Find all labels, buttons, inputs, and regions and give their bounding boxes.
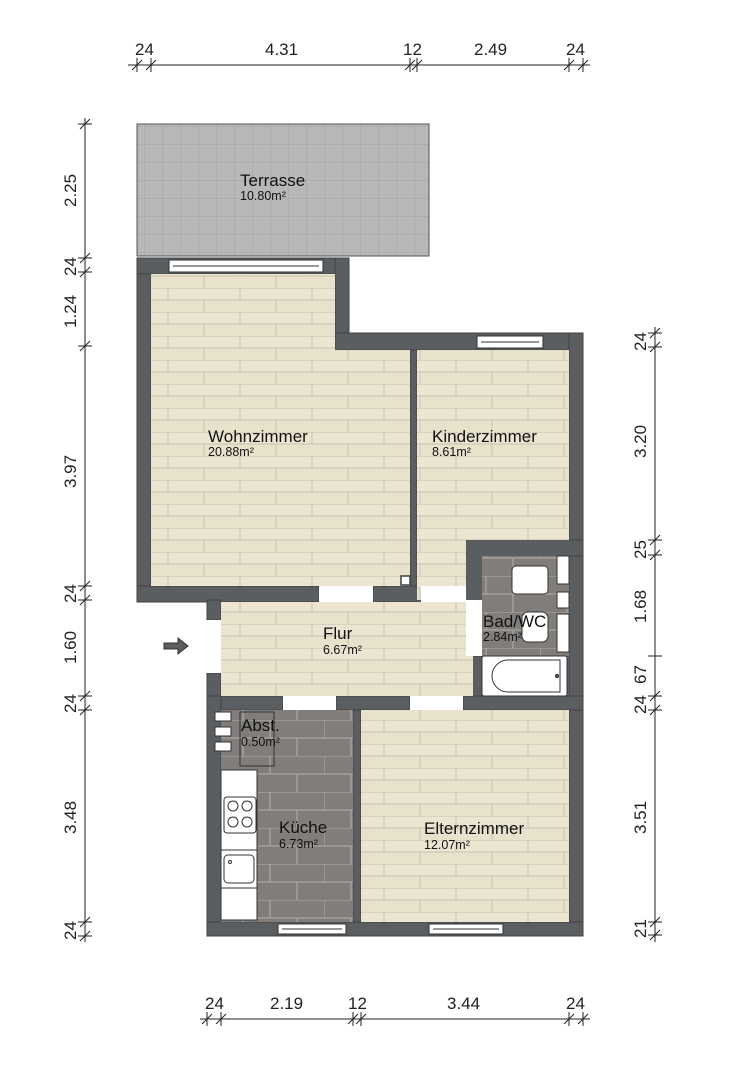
dim-left-7: 3.48: [61, 801, 80, 834]
dim-left-2: 1.24: [61, 295, 80, 328]
dim-top-0: 24: [135, 40, 154, 59]
dim-left-4: 24: [61, 584, 80, 603]
door-opening-elternzimmer[interactable]: [410, 696, 463, 710]
room-label-abst: Abst.: [241, 716, 280, 735]
dim-top-2: 12: [403, 40, 422, 59]
room-area-abst: 0.50m²: [241, 735, 280, 749]
dim-right-5: 24: [631, 695, 650, 714]
dim-right-6: 3.51: [631, 801, 650, 834]
windows: [168, 259, 544, 935]
dim-left-5: 1.60: [61, 631, 80, 664]
arrow-right-icon: [163, 636, 189, 656]
dim-top-3: 2.49: [474, 40, 507, 59]
room-label-elternzimmer: Elternzimmer: [424, 819, 524, 838]
dim-right-0: 24: [631, 332, 650, 351]
dim-right-4: 67: [631, 665, 650, 684]
door-opening-bad[interactable]: [466, 600, 482, 656]
column: [400, 575, 411, 586]
terrace-floor: [136, 123, 430, 257]
room-label-bad: Bad/WC: [483, 612, 546, 631]
wohnzimmer-floor-ext: [151, 350, 410, 586]
dim-bottom-1: 2.19: [270, 994, 303, 1013]
dim-top-4: 24: [566, 40, 585, 59]
room-label-kueche: Küche: [279, 818, 327, 837]
flur-floor: [221, 602, 473, 696]
room-area-kueche: 6.73m²: [279, 837, 318, 851]
shelf-boxes: [214, 711, 232, 752]
dim-right-7: 21: [631, 919, 650, 938]
kitchen-counter: [220, 769, 258, 921]
toilet: [511, 565, 549, 595]
door-opening-kueche[interactable]: [283, 696, 336, 710]
entrance-opening[interactable]: [207, 620, 221, 673]
dim-top-1: 4.31: [265, 40, 298, 59]
dim-left-0: 2.25: [61, 174, 80, 207]
room-label-terrasse: Terrasse: [240, 171, 305, 190]
room-label-kinderzimmer: Kinderzimmer: [432, 427, 537, 446]
dim-left-1: 24: [61, 257, 80, 276]
dimension-lines: [78, 58, 662, 1026]
dim-left-3: 3.97: [61, 455, 80, 488]
dim-left-8: 24: [61, 921, 80, 940]
dim-right-1: 3.20: [631, 425, 650, 458]
door-opening-wohnzimmer[interactable]: [319, 586, 373, 602]
bathroom-fixtures: [481, 555, 570, 697]
room-area-wohnzimmer: 20.88m²: [208, 445, 254, 459]
dim-right-3: 1.68: [631, 590, 650, 623]
stove: [223, 796, 257, 834]
door-opening-kinderzimmer[interactable]: [421, 586, 466, 602]
dim-bottom-0: 24: [205, 994, 224, 1013]
sink: [521, 611, 549, 643]
dim-left-6: 24: [61, 694, 80, 713]
room-label-wohnzimmer: Wohnzimmer: [208, 427, 308, 446]
room-area-flur: 6.67m²: [323, 643, 362, 657]
dim-bottom-3: 3.44: [447, 994, 480, 1013]
dim-right-2: 25: [631, 540, 650, 559]
abstellraum-floor: [239, 711, 275, 767]
room-area-terrasse: 10.80m²: [240, 189, 286, 203]
room-area-elternzimmer: 12.07m²: [424, 838, 470, 852]
room-area-bad: 2.84m²: [483, 630, 522, 644]
room-label-flur: Flur: [323, 624, 353, 643]
dim-bottom-4: 24: [566, 994, 585, 1013]
room-area-kinderzimmer: 8.61m²: [432, 445, 471, 459]
kitchen-sink: [223, 854, 255, 884]
elternzimmer-floor: [361, 710, 569, 922]
dim-bottom-2: 12: [348, 994, 367, 1013]
